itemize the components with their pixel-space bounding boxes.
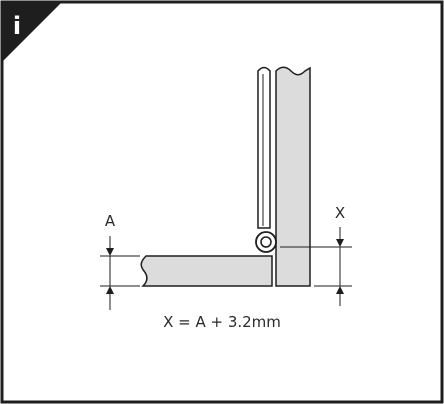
base-panel [140, 255, 273, 287]
dim-a-arrowhead-top [106, 248, 114, 256]
dimension-a-label: A [105, 212, 116, 230]
info-icon: i [13, 12, 21, 40]
info-badge: i [2, 2, 62, 62]
dimension-x-label: X [335, 204, 345, 222]
side-panel [275, 66, 311, 287]
dim-x-arrowhead-bottom [336, 286, 344, 294]
hinge-knuckle-inner [260, 236, 272, 248]
dim-x-arrowhead-top [336, 239, 344, 247]
dim-a-arrowhead-bottom [106, 286, 114, 294]
info-badge-triangle [2, 2, 62, 62]
formula-text: X = A + 3.2mm [163, 313, 281, 331]
door-strip [257, 66, 271, 229]
